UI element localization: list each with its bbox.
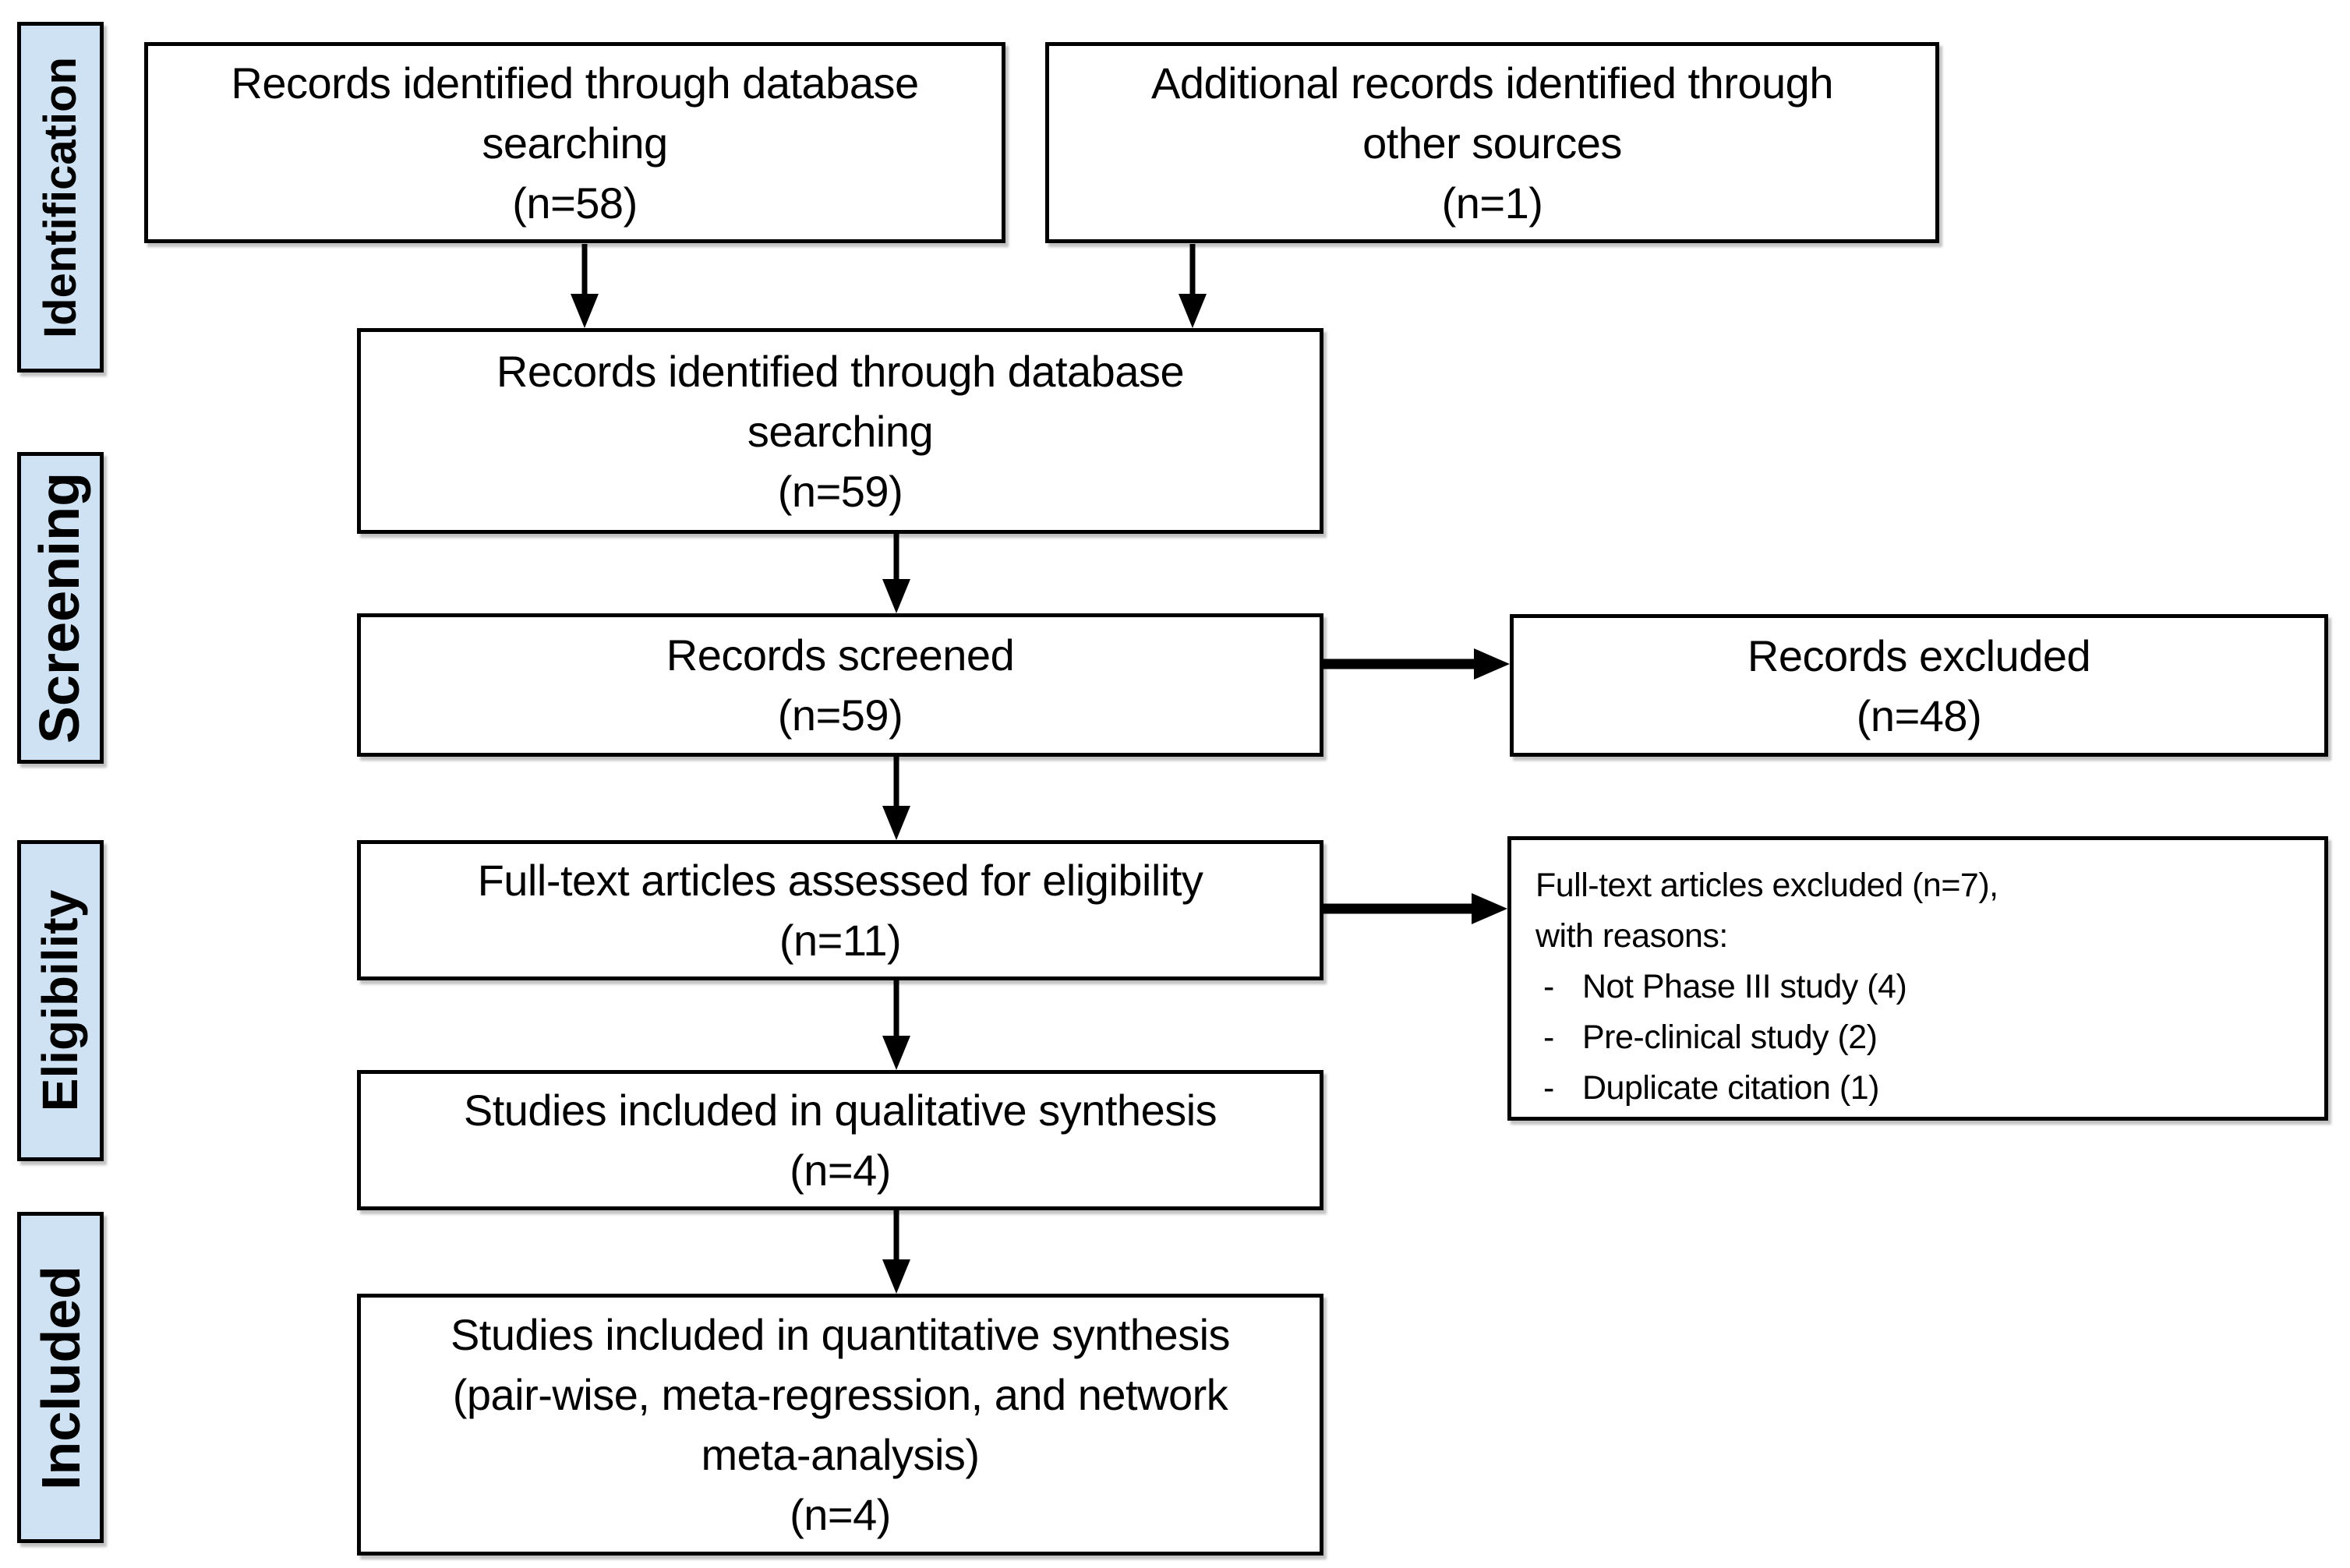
arrow-head-down: [882, 1259, 910, 1294]
box-text-line: searching: [482, 118, 668, 168]
stage-label: Included: [30, 1265, 91, 1490]
exclusion-reason-text: Not Phase III study (4): [1582, 968, 1907, 1005]
arrow-head-down: [882, 806, 910, 840]
arrow-shaft: [1323, 903, 1476, 914]
box-fulltext-excluded-reasons: Full-text articles excluded (n=7), with …: [1507, 836, 2328, 1121]
box-records-database-searching: Records identified through database sear…: [144, 42, 1005, 243]
stage-screening: Screening: [17, 452, 104, 764]
stage-label: Screening: [29, 471, 92, 744]
box-text-line: Additional records identified through: [1151, 58, 1833, 108]
stage-label: Eligibility: [32, 889, 89, 1112]
arrow-head-down: [1179, 294, 1207, 328]
stage-label: Identification: [35, 56, 87, 338]
box-fulltext-assessed: Full-text articles assessed for eligibil…: [357, 840, 1323, 980]
box-records-combined: Records identified through database sear…: [357, 328, 1323, 534]
box-text-line: Records identified through database: [496, 346, 1185, 396]
exclusion-reason-item: - Pre-clinical study (2): [1535, 1012, 1878, 1063]
box-records-excluded: Records excluded (n=48): [1510, 614, 2328, 757]
box-text-line: Full-text articles excluded (n=7),: [1535, 867, 1998, 904]
arrow-fulltext-to-qualitative: [882, 980, 910, 1070]
box-text-line: (pair-wise, meta-regression, and network: [452, 1370, 1228, 1419]
bullet-dash: -: [1543, 968, 1554, 1005]
arrow-qualitative-to-quantitative: [882, 1210, 910, 1294]
arrow-head-down: [882, 1036, 910, 1070]
exclusion-reason-text: Pre-clinical study (2): [1582, 1019, 1878, 1056]
arrow-other-to-combined: [1179, 244, 1207, 328]
box-text-line: with reasons:: [1535, 917, 1728, 955]
exclusion-reason-text: Duplicate citation (1): [1582, 1069, 1879, 1107]
exclusion-reason-item: - Not Phase III study (4): [1535, 962, 1907, 1012]
arrow-combined-to-screened: [882, 534, 910, 613]
box-count-line: (n=1): [1441, 178, 1543, 228]
stage-identification: Identification: [17, 22, 104, 373]
box-count-line: (n=4): [790, 1490, 891, 1539]
box-text-line: Records excluded: [1747, 630, 2091, 680]
box-count-line: (n=48): [1856, 690, 1982, 740]
bullet-dash: -: [1543, 1019, 1554, 1056]
arrow-shaft: [893, 757, 899, 810]
box-count-line: (n=59): [777, 690, 903, 740]
arrow-shaft: [893, 980, 899, 1040]
arrow-shaft: [1189, 244, 1196, 298]
box-quantitative-synthesis: Studies included in quantitative synthes…: [357, 1294, 1323, 1556]
box-text-line: searching: [747, 406, 934, 456]
box-qualitative-synthesis: Studies included in qualitative synthesi…: [357, 1070, 1323, 1210]
box-text-line: Studies included in quantitative synthes…: [450, 1310, 1231, 1359]
arrow-head-down: [571, 294, 599, 328]
box-count-line: (n=59): [777, 466, 903, 516]
box-count-line: (n=58): [512, 178, 638, 228]
arrow-shaft: [581, 244, 588, 298]
arrow-shaft: [1323, 659, 1479, 669]
box-text-line: Records screened: [666, 630, 1015, 680]
stage-eligibility: Eligibility: [17, 840, 104, 1161]
arrow-shaft: [893, 534, 899, 584]
arrow-head-down: [882, 579, 910, 613]
box-text-line: other sources: [1362, 118, 1622, 168]
stage-included: Included: [17, 1212, 104, 1543]
arrow-fulltext-to-excluded: [1323, 893, 1507, 924]
arrow-db-to-combined: [571, 244, 599, 328]
box-text-line: Records identified through database: [231, 58, 919, 108]
box-count-line: (n=4): [790, 1146, 891, 1195]
box-text-line: Full-text articles assessed for eligibil…: [477, 856, 1203, 905]
arrow-screened-to-fulltext: [882, 757, 910, 840]
bullet-dash: -: [1543, 1069, 1554, 1107]
arrow-head-right: [1472, 893, 1507, 924]
box-additional-records-other-sources: Additional records identified through ot…: [1045, 42, 1939, 243]
arrow-screened-to-excluded: [1323, 648, 1510, 680]
box-count-line: (n=11): [779, 916, 902, 965]
box-text-line: Studies included in qualitative synthesi…: [463, 1086, 1217, 1135]
exclusion-reason-item: - Duplicate citation (1): [1535, 1063, 1879, 1114]
arrow-shaft: [893, 1210, 899, 1264]
arrow-head-right: [1474, 648, 1510, 680]
box-records-screened: Records screened (n=59): [357, 613, 1323, 757]
box-text-line: meta-analysis): [701, 1430, 980, 1479]
